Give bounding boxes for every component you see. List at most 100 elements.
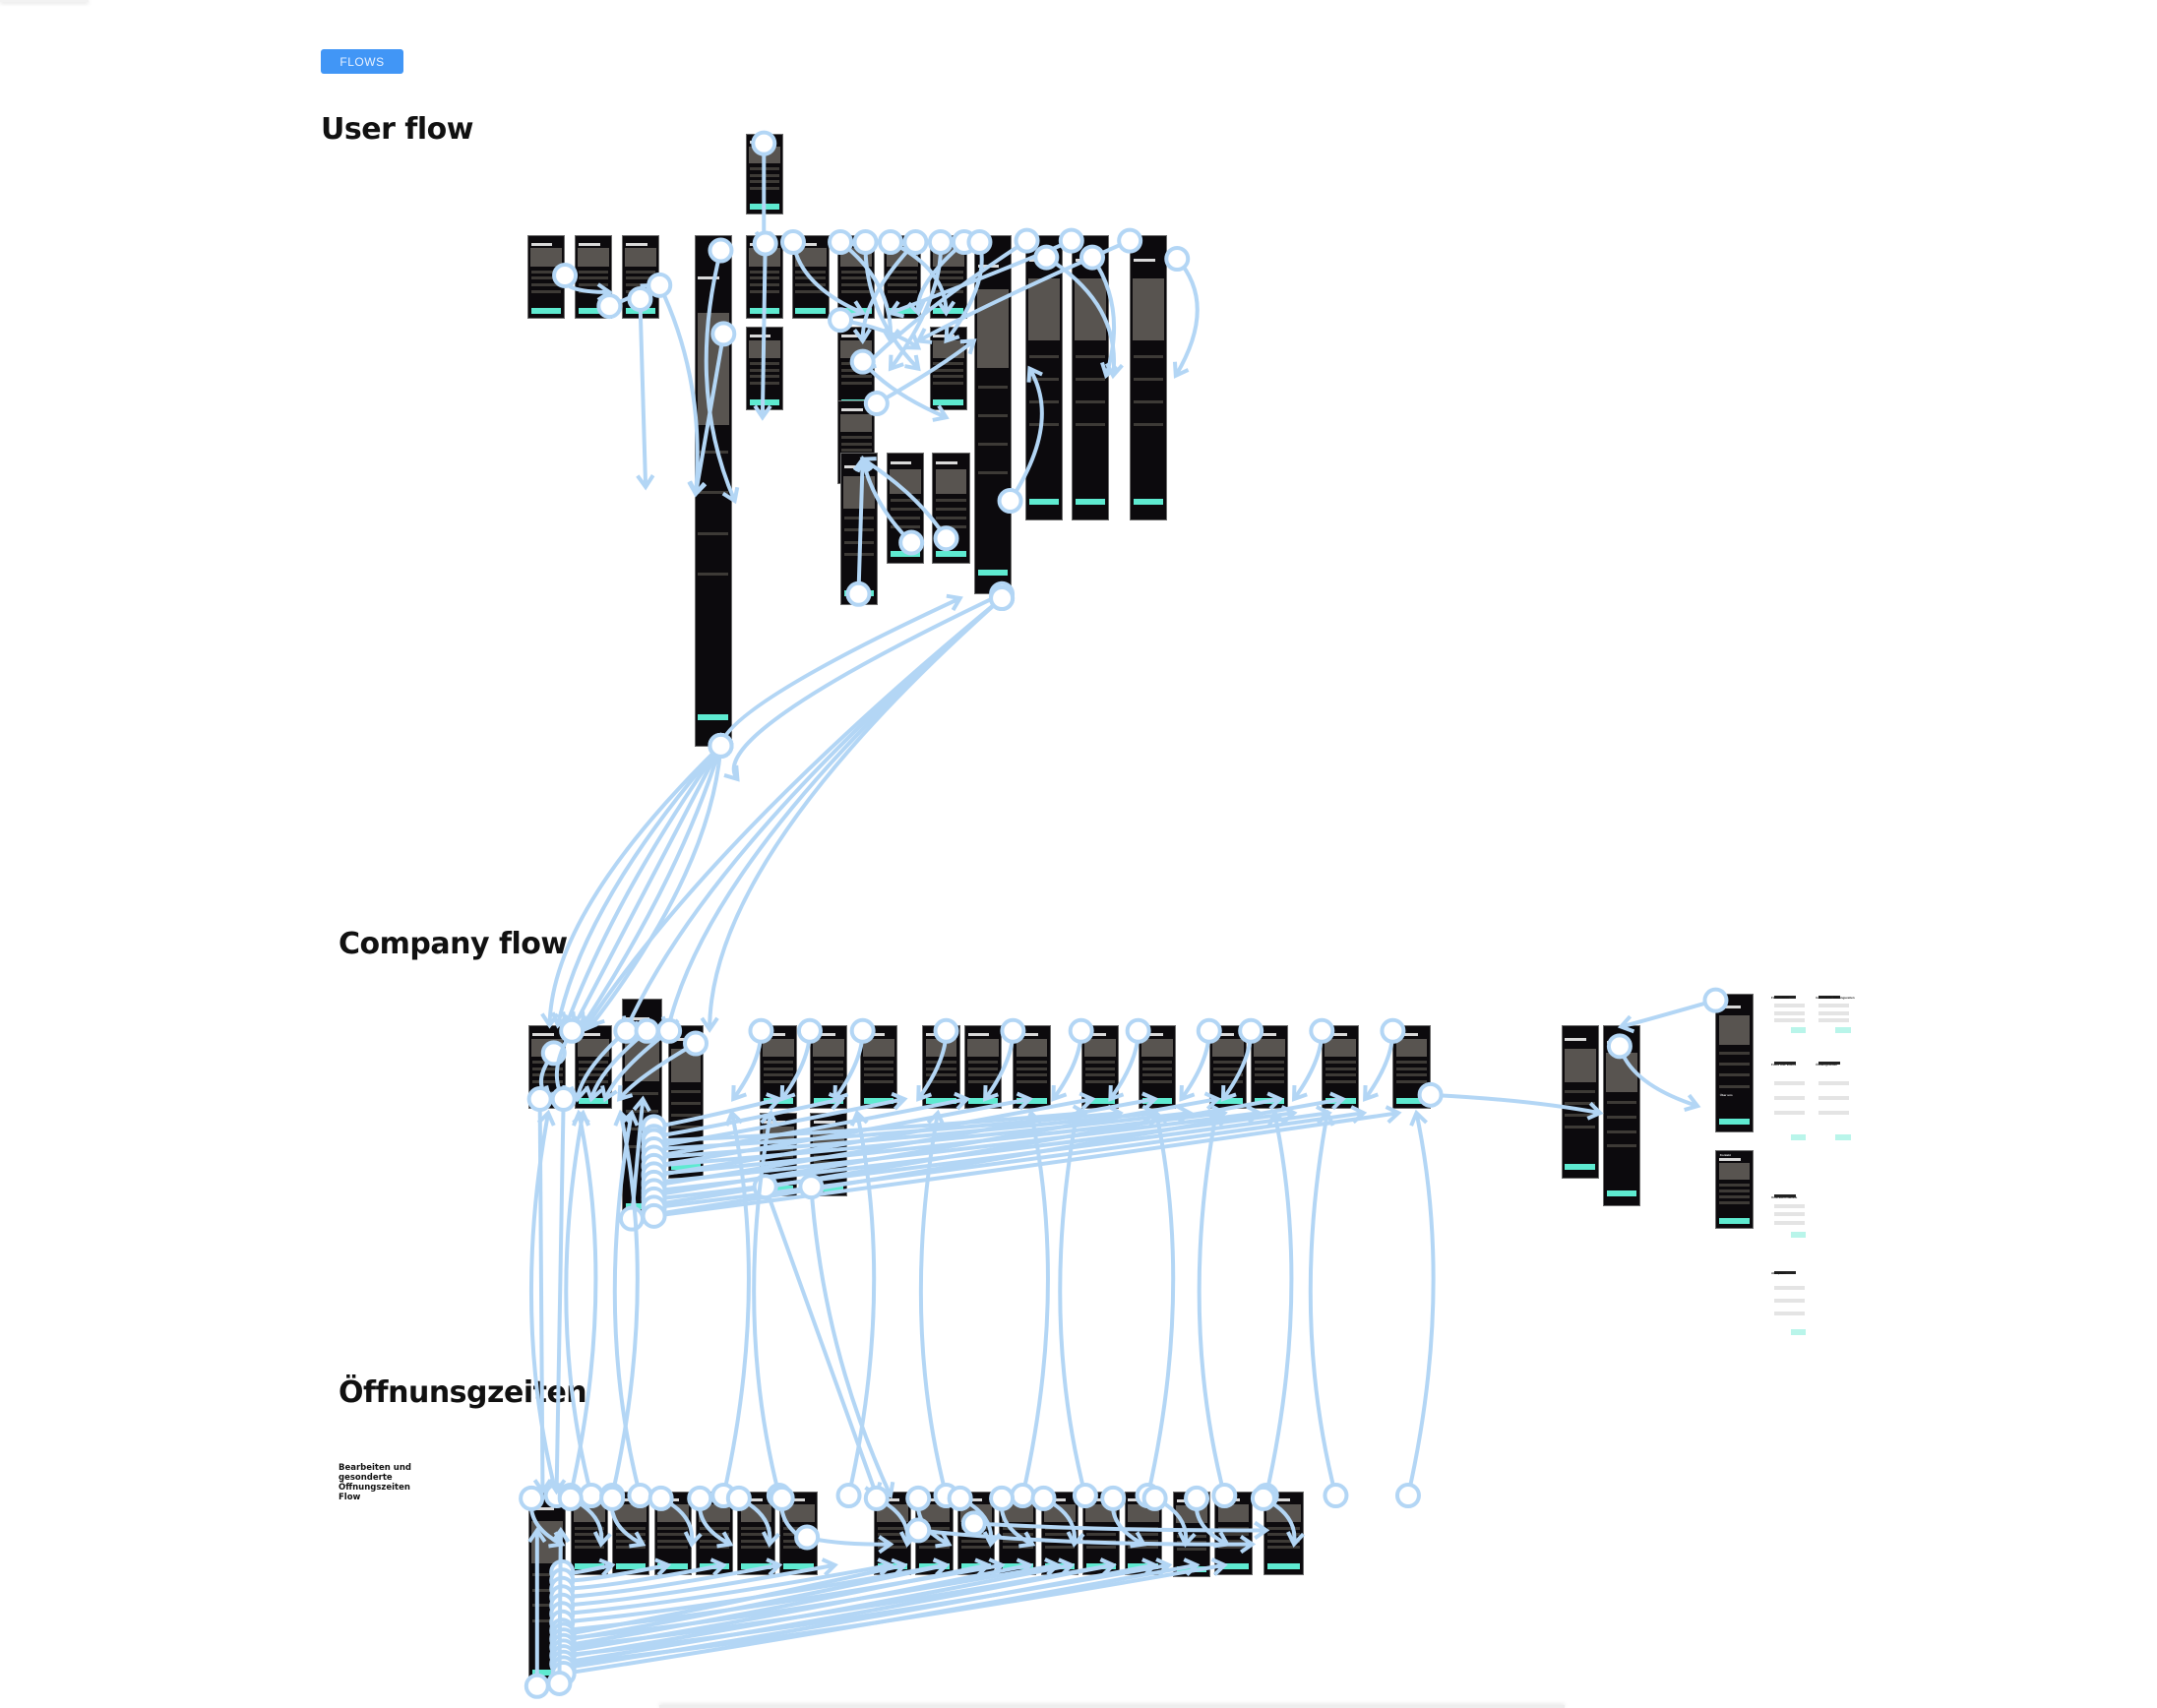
screen-thumbnail[interactable] (574, 1025, 613, 1109)
screen-thumbnail[interactable] (999, 1491, 1037, 1575)
connector-arrowhead (1172, 361, 1190, 379)
editor-panel-thumbnail[interactable] (1816, 993, 1853, 1035)
flows-badge[interactable]: FLOWS (321, 49, 403, 74)
screen-thumbnail[interactable] (745, 234, 784, 319)
screen-list-row (749, 289, 780, 293)
connector-line (1363, 1030, 1395, 1101)
connector-arrowhead (1104, 362, 1124, 380)
screen-list-row (926, 1060, 956, 1064)
screen-thumbnail[interactable] (528, 1025, 567, 1109)
screen-thumbnail[interactable] (737, 1491, 775, 1575)
screen-thumbnail[interactable] (1130, 234, 1168, 520)
screen-thumbnail[interactable] (1071, 234, 1109, 520)
screen-image (840, 339, 873, 358)
screen-thumbnail[interactable] (1263, 1491, 1304, 1575)
editor-panel-thumbnail[interactable] (1771, 1268, 1808, 1339)
editor-panel-thumbnail[interactable] (1771, 1191, 1808, 1240)
screen-thumbnail[interactable] (840, 452, 879, 606)
screen-thumbnail[interactable] (1322, 1025, 1360, 1109)
screen-thumbnail[interactable] (929, 234, 967, 319)
screen-thumbnail[interactable] (1138, 1025, 1176, 1109)
editor-panel-thumbnail[interactable] (1816, 1060, 1853, 1144)
screen-primary-button (919, 1563, 950, 1570)
screen-primary-button (795, 307, 826, 314)
screen-header (933, 334, 955, 337)
connector-start-handle[interactable] (1164, 246, 1191, 273)
screen-thumbnail[interactable] (809, 1113, 848, 1197)
screen-list-row (841, 270, 872, 274)
screen-thumbnail[interactable] (760, 1025, 798, 1109)
screen-thumbnail[interactable] (653, 1491, 692, 1575)
screen-list-row (749, 381, 780, 385)
screen-list-row (926, 1079, 956, 1083)
screen-thumbnail[interactable] (612, 1491, 650, 1575)
editor-panel-thumbnail[interactable] (1771, 1060, 1808, 1144)
screen-thumbnail[interactable] (1602, 1025, 1641, 1206)
screen-header (699, 1498, 721, 1502)
screen-list-row (1128, 1546, 1158, 1550)
screen-thumbnail[interactable] (1208, 1025, 1247, 1109)
screen-thumbnail[interactable] (973, 234, 1012, 594)
connector-start-handle[interactable] (835, 1483, 862, 1509)
screen-list-row (1396, 1079, 1427, 1083)
screen-primary-button (578, 307, 609, 314)
screen-list-row (625, 282, 656, 286)
screen-thumbnail[interactable] (622, 234, 660, 319)
screen-primary-button (933, 307, 963, 314)
screen-thumbnail[interactable] (956, 1491, 995, 1575)
screen-thumbnail[interactable] (873, 1491, 912, 1575)
screen-thumbnail[interactable] (574, 234, 613, 319)
connector-arrowhead (888, 354, 904, 372)
screen-thumbnail[interactable] (932, 452, 970, 564)
screen-list-row (578, 1067, 609, 1070)
screen-thumbnail[interactable] (526, 234, 566, 319)
screen-image (615, 1504, 647, 1523)
panel-field (1773, 1286, 1805, 1291)
screen-thumbnail[interactable] (1040, 1491, 1078, 1575)
screen-thumbnail[interactable] (1124, 1491, 1162, 1575)
screen-thumbnail[interactable] (1715, 1150, 1754, 1229)
screen-thumbnail[interactable] (929, 327, 967, 411)
screen-thumbnail[interactable] (1080, 1025, 1119, 1109)
screen-thumbnail[interactable] (570, 1491, 608, 1575)
screen-thumbnail[interactable] (1715, 993, 1754, 1132)
screen-list-row (1134, 377, 1164, 381)
screen-thumbnail[interactable] (1251, 1025, 1289, 1109)
screen-thumbnail[interactable] (694, 234, 732, 748)
screen-thumbnail[interactable] (745, 327, 784, 411)
connector-line (846, 1112, 877, 1496)
screen-thumbnail[interactable] (922, 1025, 960, 1109)
screen-thumbnail[interactable] (745, 133, 784, 214)
screen-thumbnail[interactable] (1561, 1025, 1599, 1179)
screen-thumbnail[interactable] (809, 1025, 848, 1109)
screen-thumbnail[interactable] (760, 1113, 798, 1197)
screen-thumbnail[interactable] (622, 999, 663, 1222)
screen-thumbnail[interactable] (837, 234, 876, 319)
screen-thumbnail[interactable] (886, 452, 924, 564)
screen-thumbnail[interactable] (915, 1491, 954, 1575)
screen-thumbnail[interactable] (1214, 1491, 1253, 1575)
screen-thumbnail[interactable] (696, 1491, 734, 1575)
screen-thumbnail[interactable] (883, 234, 922, 319)
screen-thumbnail[interactable] (791, 234, 830, 319)
editor-panel-thumbnail[interactable] (1771, 993, 1808, 1035)
screen-thumbnail[interactable] (1173, 1491, 1211, 1578)
screen-thumbnail[interactable] (1025, 234, 1064, 520)
connector-start-handle[interactable] (1394, 1483, 1421, 1509)
screen-thumbnail[interactable] (1013, 1025, 1051, 1109)
screen-header (933, 242, 955, 246)
screen-primary-button (749, 398, 780, 405)
screen-thumbnail[interactable] (667, 1025, 705, 1179)
screen-thumbnail[interactable] (837, 327, 876, 411)
screen-thumbnail[interactable] (859, 1025, 898, 1109)
screen-thumbnail[interactable] (1392, 1025, 1431, 1109)
screen-thumbnail[interactable] (528, 1491, 567, 1686)
screen-list-row (1212, 1067, 1244, 1070)
connector-start-handle[interactable] (1323, 1483, 1349, 1509)
screen-image (763, 1038, 795, 1057)
screen-thumbnail[interactable] (963, 1025, 1003, 1109)
screen-thumbnail[interactable] (1082, 1491, 1121, 1575)
screen-list-row (1141, 1067, 1172, 1070)
screen-thumbnail[interactable] (778, 1491, 819, 1575)
side-panel-label: Firmendaten (1771, 996, 1790, 1001)
